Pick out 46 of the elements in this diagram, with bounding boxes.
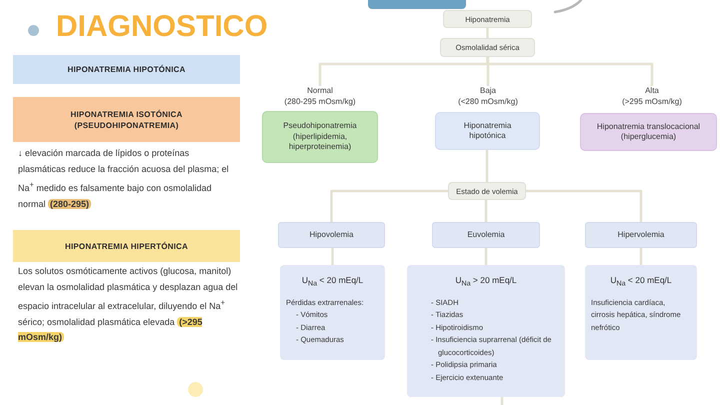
heading-bar [13, 55, 240, 84]
page-title: DIAGNOSTICO [56, 9, 268, 45]
connector-line [486, 57, 654, 86]
urine-sodium-text: U$_{Na}$ < 20 mEq/L [610, 274, 672, 290]
step-box [448, 182, 526, 200]
step-text: Hipovolemia [309, 230, 354, 240]
heading-text: HIPONATREMIA HIPOTÓNICA [68, 64, 186, 75]
step-box [278, 222, 385, 248]
category-text: Hiponatremia hipotónica [462, 120, 512, 142]
detail-panel [280, 265, 385, 360]
range-label: (<280 mOsm/kg) [458, 96, 518, 107]
heading-bar [13, 97, 240, 142]
heading-text: HIPONATREMIA HIPERTÓNICA [64, 240, 188, 252]
category-box [435, 112, 540, 150]
category-box [580, 113, 717, 151]
connector-line [526, 190, 642, 222]
connector-line [330, 190, 448, 222]
connector-line [640, 248, 642, 265]
heading-bar [13, 230, 240, 262]
branch-label: Baja [480, 86, 496, 96]
connector-line [486, 150, 488, 182]
heading-text: HIPONATREMIA ISOTÓNICA (PSEUDOHIPONATREMIA) [70, 108, 184, 130]
branch-label: Alta [645, 86, 659, 96]
range-label: (>295 mOsm/kg) [622, 96, 682, 107]
description-text: ↓ elevación marcada de lípidos o proteínas plasmáticas reduce la fracción acuosa del plasma; el Na$^{+}$ medido es falsamente bajo con osmolalidad normal (280-295) [18, 147, 230, 211]
connector-line [500, 397, 504, 405]
urine-sodium-text: U$_{Na}$ < 20 mEq/L [302, 274, 364, 290]
detail-panel [407, 265, 565, 397]
connector-line [484, 248, 488, 265]
step-box [443, 10, 532, 28]
step-text: Hipervolemia [618, 230, 664, 240]
detail-panel [585, 265, 697, 360]
range-label: (280-295 mOsm/kg) [284, 96, 356, 107]
urine-sodium-text: U$_{Na}$ > 20 mEq/L [455, 274, 517, 290]
step-box [440, 38, 535, 57]
branch-label: Normal [307, 86, 333, 96]
step-box [585, 222, 697, 248]
category-text: Hiponatremia translocacional (hiperglucemia) [596, 122, 702, 142]
category-box [262, 111, 378, 163]
step-box [432, 222, 540, 248]
connector-line [486, 28, 489, 38]
connector-line [484, 200, 488, 222]
connector-line [486, 57, 490, 86]
step-text: Euvolemia [467, 230, 505, 240]
connector-line [331, 248, 334, 265]
category-text: Pseudohiponatremia (hiperlipidemia, hiperproteinemia) [282, 121, 358, 153]
